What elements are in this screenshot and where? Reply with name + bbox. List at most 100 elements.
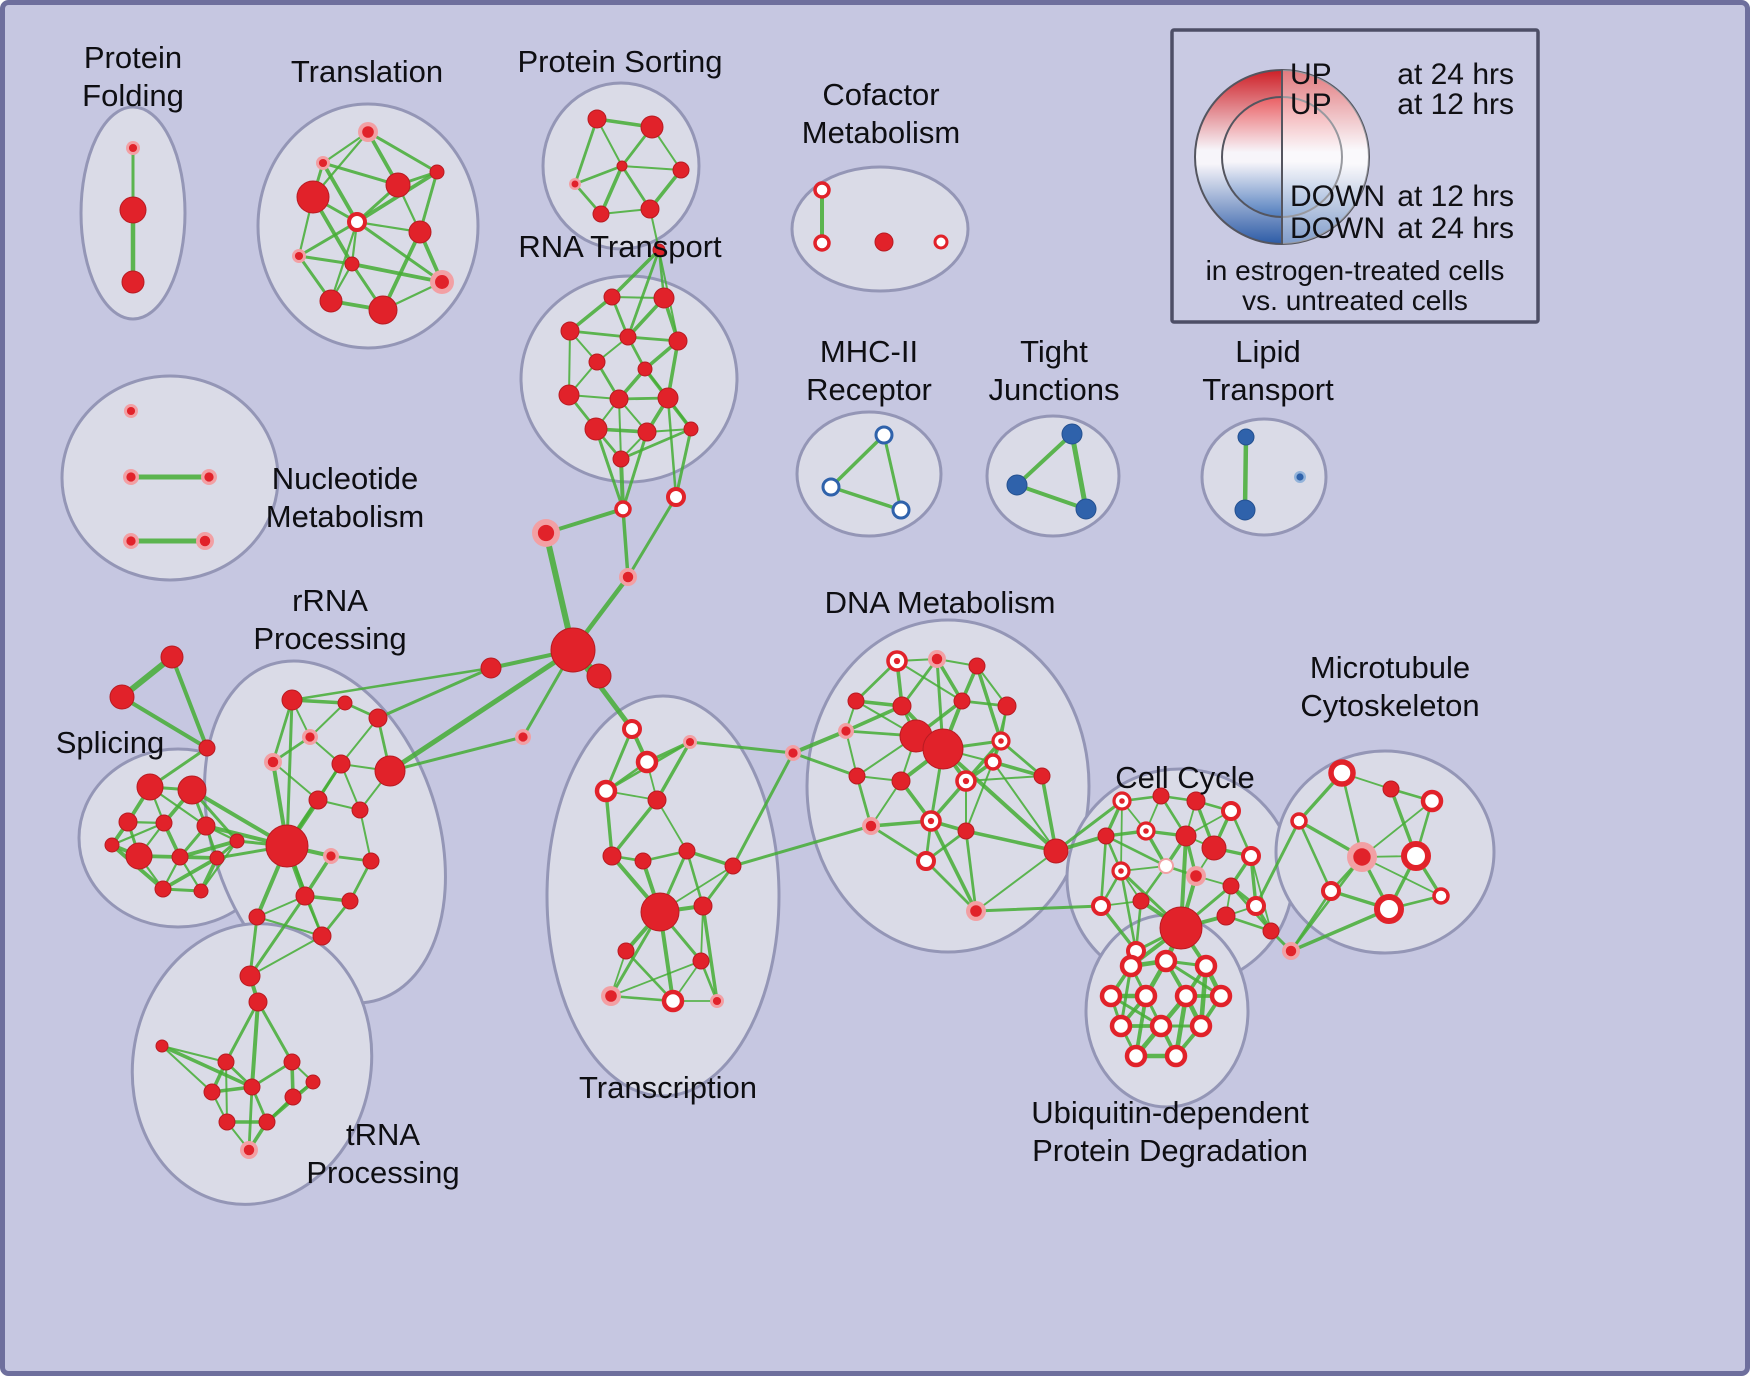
node-sp4: [155, 814, 173, 832]
node-ub8: [1109, 1014, 1133, 1038]
node-cy11: [1158, 858, 1174, 874]
node-tr12: [344, 256, 360, 272]
node-tc3: [647, 790, 667, 810]
node-dm17: [862, 817, 880, 835]
edge: [685, 849, 705, 908]
node-dm15: [955, 770, 977, 792]
node-rr9: [351, 801, 369, 819]
edge: [376, 666, 493, 720]
node-dm18: [920, 810, 942, 832]
edge: [256, 1000, 294, 1064]
edge: [731, 824, 873, 868]
node-rt9: [609, 389, 629, 409]
node-tn4: [283, 1053, 301, 1071]
cluster-label-tr: Translation: [291, 54, 443, 89]
node-mh1: [874, 425, 894, 445]
edge: [178, 839, 239, 859]
legend-down24-word: DOWN: [1290, 212, 1385, 245]
node-nm4: [123, 533, 139, 549]
node-ub11: [1124, 1044, 1148, 1068]
edge: [829, 485, 903, 512]
node-ub3: [1194, 954, 1218, 978]
edge: [1289, 907, 1391, 953]
edge: [1069, 431, 1089, 512]
node-tc7: [678, 842, 696, 860]
node-tc5: [602, 846, 622, 866]
edge: [674, 427, 693, 499]
edge: [1242, 434, 1249, 513]
node-cy12: [1186, 866, 1206, 886]
node-lt2: [1234, 499, 1256, 521]
edge: [199, 839, 239, 893]
node-cm3: [874, 232, 894, 252]
edge: [1120, 800, 1123, 872]
node-rt6: [588, 353, 606, 371]
node-tc15: [724, 857, 742, 875]
node-tg2: [109, 684, 135, 710]
node-tn8: [218, 1113, 236, 1131]
node-tr9: [368, 295, 398, 325]
edge: [929, 819, 978, 913]
node-sp6: [125, 842, 153, 870]
edge: [1015, 483, 1088, 511]
node-dm4: [847, 692, 865, 710]
edge: [1250, 855, 1272, 932]
cluster-label-ps: Protein Sorting: [517, 44, 722, 79]
edge: [340, 717, 379, 765]
edge: [844, 704, 904, 733]
node-cy1: [1112, 791, 1132, 811]
cluster-region-cm: [790, 165, 970, 293]
node-rt12: [637, 422, 657, 442]
node-rt13: [683, 421, 699, 437]
edge: [975, 850, 1057, 912]
node-cy17: [1216, 906, 1236, 926]
node-sp2: [177, 775, 207, 805]
edge: [355, 220, 444, 284]
edge: [1254, 819, 1301, 908]
edge: [1015, 432, 1074, 487]
edge: [160, 1044, 254, 1089]
cluster-region-tj: [985, 414, 1121, 538]
edge: [170, 655, 209, 750]
node-cy13: [1222, 877, 1240, 895]
node-rr5: [264, 753, 282, 771]
edge: [568, 329, 630, 339]
node-cm4: [933, 234, 949, 250]
node-rr2: [337, 695, 353, 711]
node-mc2: [1382, 780, 1400, 798]
node-tr1: [358, 122, 378, 142]
edge: [256, 916, 323, 937]
node-rr8: [308, 790, 328, 810]
node-mc4: [1290, 812, 1308, 830]
node-nm1: [124, 404, 138, 418]
edge: [624, 949, 675, 1003]
node-tn11: [305, 1074, 321, 1090]
node-dm6: [953, 692, 971, 710]
node-cy16: [1159, 906, 1203, 950]
node-ps4: [640, 199, 660, 219]
node-tr3: [296, 180, 330, 214]
node-rr17: [239, 965, 261, 987]
node-mc9: [1432, 887, 1450, 905]
edge: [1104, 834, 1168, 868]
edge: [599, 164, 624, 216]
node-cy19: [1262, 922, 1280, 940]
node-mh3: [891, 500, 911, 520]
node-tr2: [316, 156, 330, 170]
edge: [247, 1085, 254, 1152]
edge: [1099, 834, 1108, 908]
node-cc1: [614, 500, 632, 518]
edge: [896, 660, 963, 702]
node-tc8: [640, 892, 680, 932]
edge: [568, 330, 571, 396]
edge: [731, 751, 795, 868]
node-dm5: [892, 696, 912, 716]
edge: [829, 433, 886, 489]
